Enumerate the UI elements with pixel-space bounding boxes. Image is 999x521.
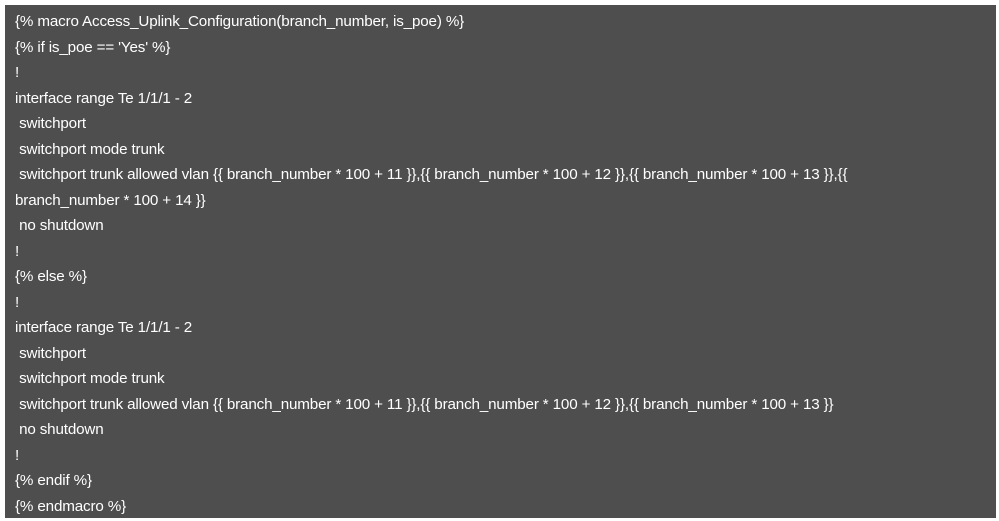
code-line: no shutdown xyxy=(15,421,104,438)
code-line: interface range Te 1/1/1 - 2 xyxy=(15,319,193,336)
code-block: {% macro Access_Uplink_Configuration(bra… xyxy=(5,5,996,518)
code-line: interface range Te 1/1/1 - 2 xyxy=(15,89,193,107)
code-line: ! xyxy=(15,242,20,260)
code-line: {% if is_poe == 'Yes' %} xyxy=(15,38,171,56)
code-line: branch_number * 100 + 14 }} xyxy=(15,191,206,209)
code-line: switchport trunk allowed vlan {{ branch_… xyxy=(15,166,848,183)
code-line: switchport mode trunk xyxy=(15,370,165,387)
code-line: {% endmacro %} xyxy=(15,497,127,515)
code-line: ! xyxy=(15,446,20,464)
code-line: {% else %} xyxy=(15,268,87,285)
code-line: ! xyxy=(15,293,20,311)
code-line: switchport xyxy=(15,344,86,362)
code-line: no shutdown xyxy=(15,217,104,234)
code-line: switchport trunk allowed vlan {{ branch_… xyxy=(15,395,834,413)
code-line: {% endif %} xyxy=(15,472,92,489)
code-line: switchport mode trunk xyxy=(15,140,165,158)
code-line: {% macro Access_Uplink_Configuration(bra… xyxy=(15,13,465,30)
code-line: switchport xyxy=(15,115,86,132)
code-line: ! xyxy=(15,64,20,81)
